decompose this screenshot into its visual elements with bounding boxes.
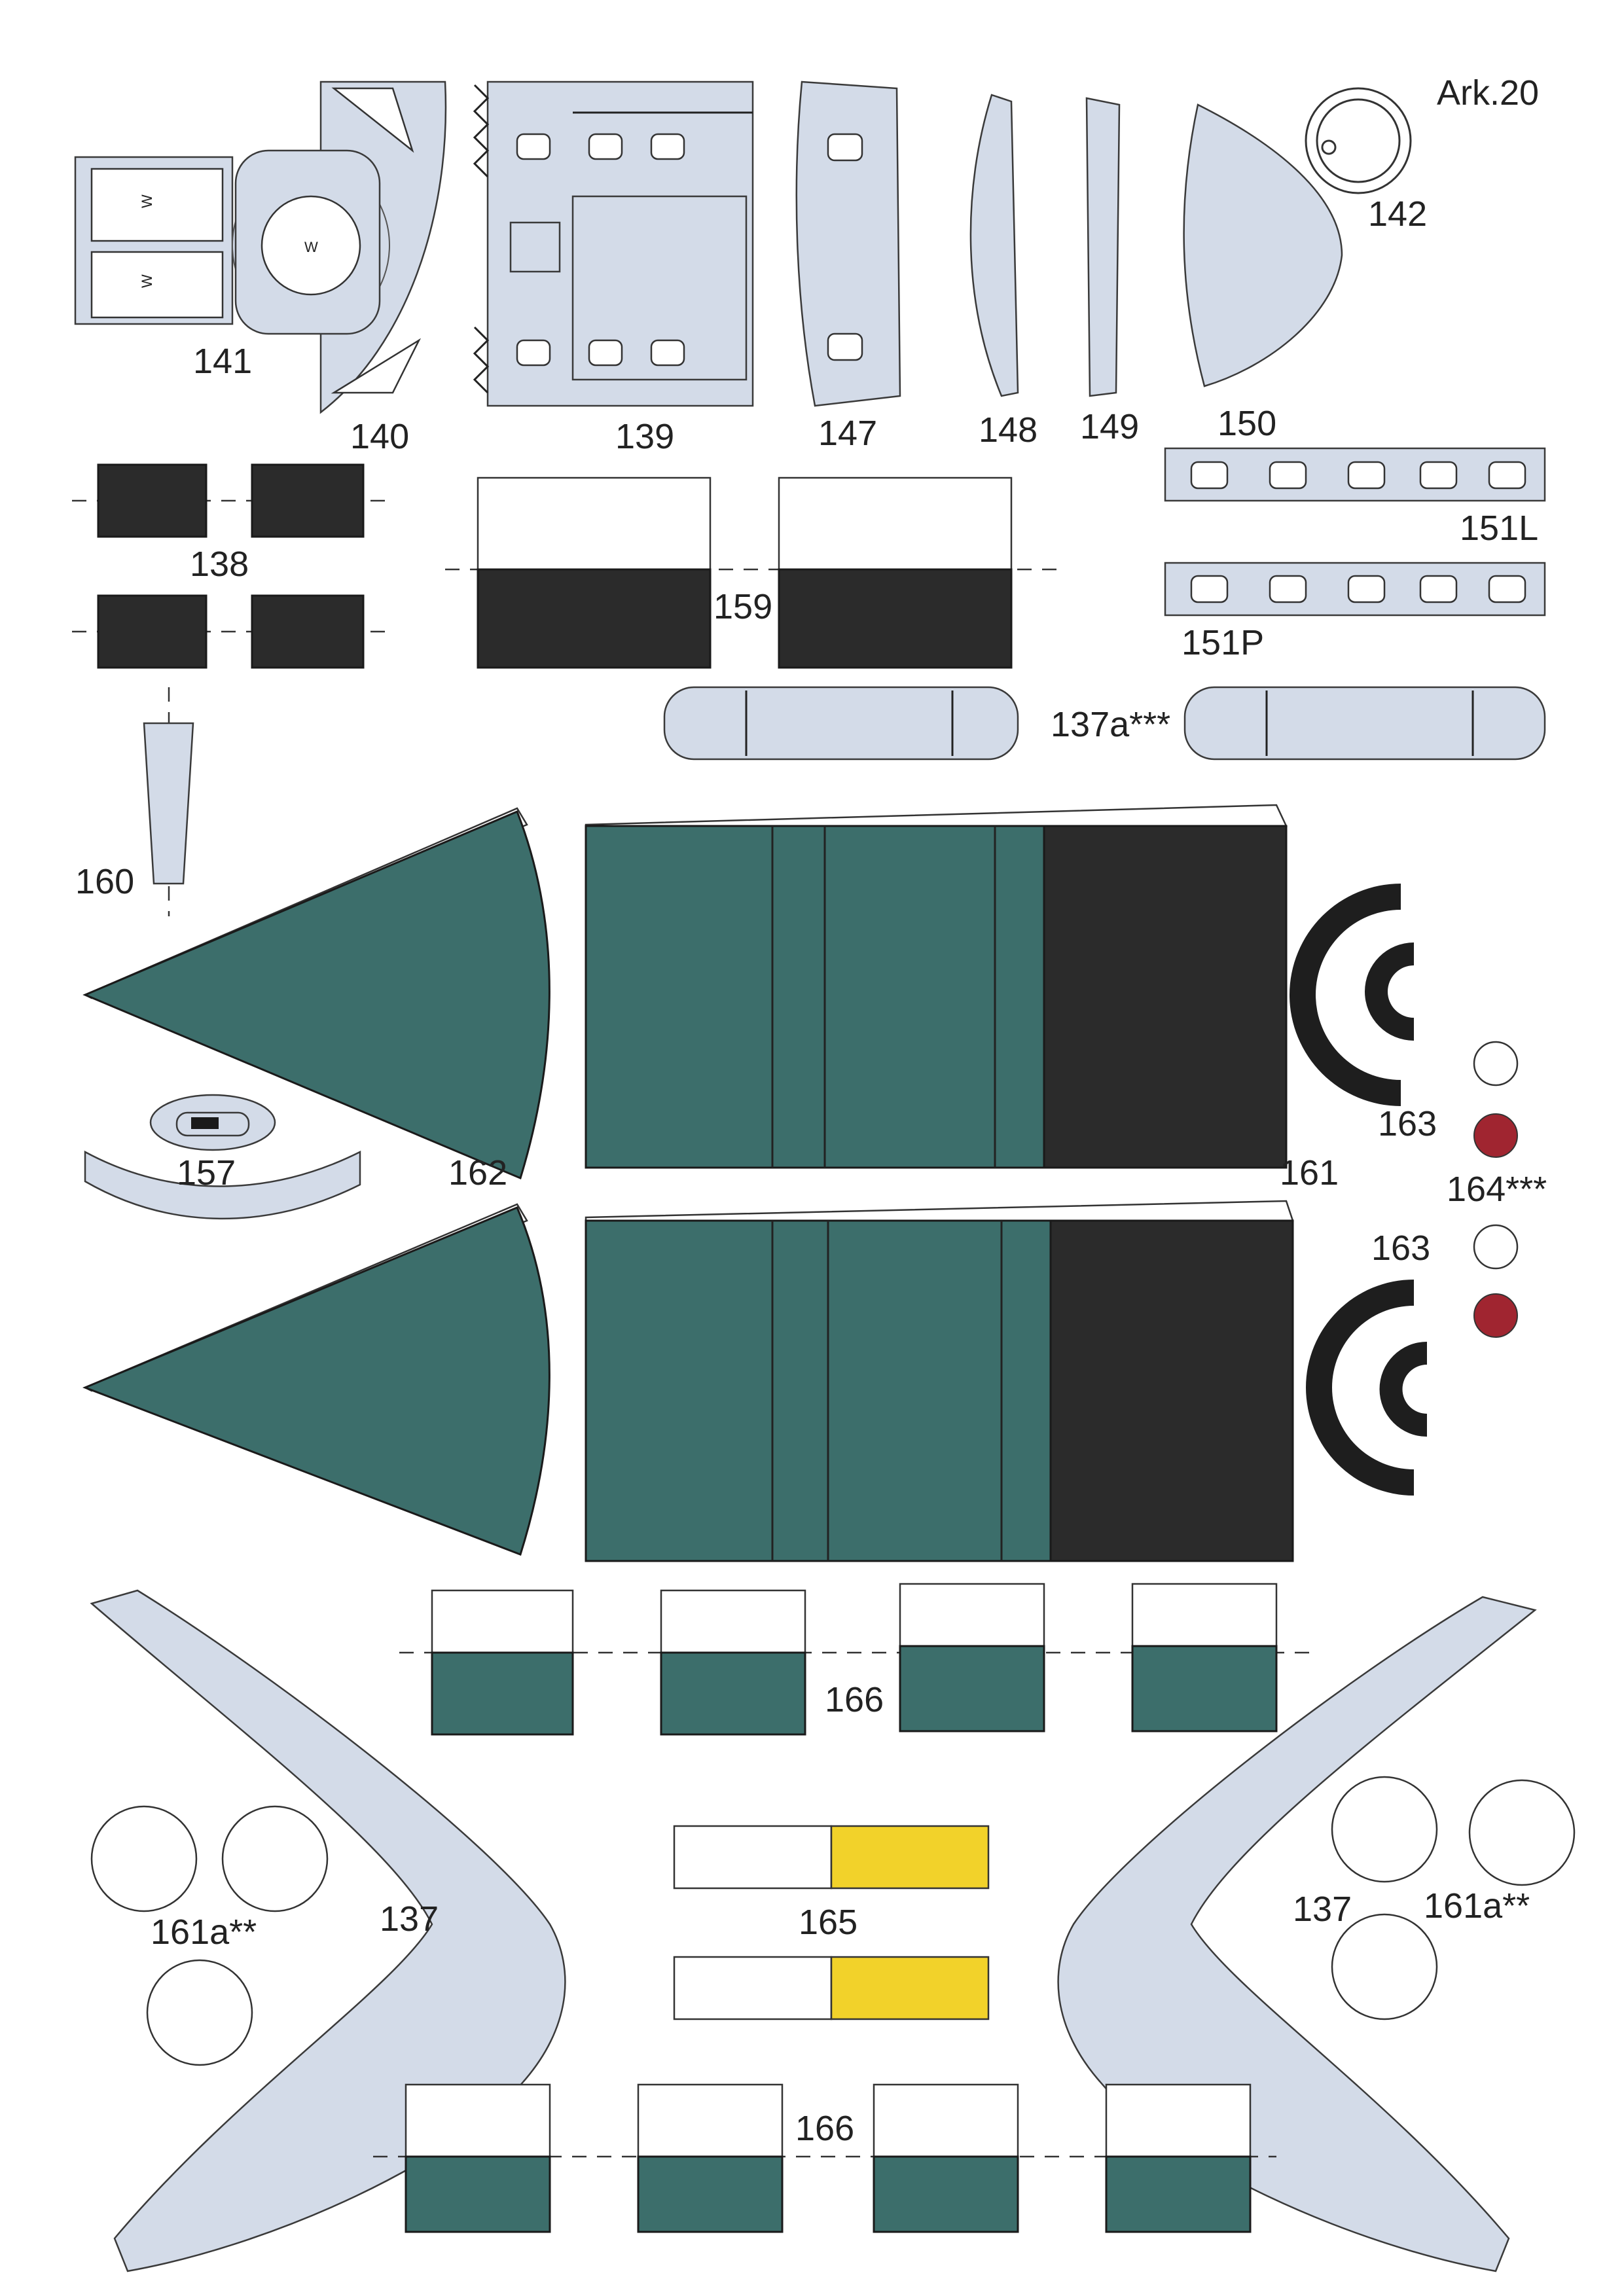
label-137-left: 137 [380, 1899, 439, 1939]
part-141: W W [74, 156, 234, 325]
label-161a-left: 161a** [151, 1912, 257, 1952]
label-162: 162 [448, 1153, 507, 1193]
svg-text:W: W [139, 274, 155, 288]
sheet-label: Ark.20 [1437, 73, 1539, 113]
label-147: 147 [818, 414, 877, 453]
part-148 [969, 94, 1019, 397]
label-161: 161 [1280, 1153, 1339, 1193]
label-160: 160 [75, 862, 134, 901]
part-159 [445, 476, 1060, 669]
label-166-b: 166 [795, 2109, 854, 2148]
label-151P: 151P [1182, 623, 1264, 662]
label-142: 142 [1368, 194, 1427, 234]
label-163-a: 163 [1378, 1104, 1437, 1143]
part-160 [143, 687, 194, 916]
part-138 [72, 463, 386, 669]
label-137-right: 137 [1293, 1890, 1352, 1929]
svg-text:W: W [304, 239, 318, 255]
part-157 [84, 1094, 361, 1220]
label-150: 150 [1218, 404, 1276, 443]
label-166-a: 166 [825, 1680, 884, 1719]
part-161-lower [585, 1200, 1294, 1562]
part-163-164 [1473, 1041, 1519, 1338]
label-165: 165 [799, 1903, 857, 1942]
part-147 [795, 81, 901, 407]
label-137a: 137a*** [1051, 705, 1170, 744]
label-138: 138 [190, 545, 249, 584]
label-157: 157 [177, 1153, 236, 1193]
label-161a-right: 161a** [1424, 1886, 1530, 1926]
part-150 [1183, 103, 1343, 387]
part-151L [1164, 447, 1546, 502]
label-148: 148 [979, 410, 1038, 450]
label-149: 149 [1080, 407, 1139, 446]
part-137a [663, 686, 1546, 761]
part-149 [1085, 97, 1121, 397]
part-c-shape-upper [1290, 884, 1414, 1106]
part-161a-right [1331, 1776, 1576, 2020]
part-140: W [232, 81, 447, 414]
part-c-shape-lower [1306, 1280, 1427, 1496]
part-166-upper [399, 1583, 1309, 1736]
label-140: 140 [350, 417, 409, 456]
label-164: 164*** [1447, 1170, 1547, 1209]
part-165 [673, 1825, 990, 2020]
part-166-lower [373, 2083, 1276, 2233]
svg-text:W: W [139, 194, 155, 208]
label-151L: 151L [1460, 509, 1538, 548]
part-161a-left [90, 1805, 329, 2066]
part-161-upper [585, 804, 1288, 1169]
label-159: 159 [713, 587, 772, 626]
label-139: 139 [615, 417, 674, 456]
part-162-lower [82, 1203, 550, 1556]
part-139 [473, 81, 754, 407]
part-162-upper [82, 807, 550, 1180]
part-151P [1164, 562, 1546, 617]
part-142 [1305, 87, 1412, 194]
label-141: 141 [193, 342, 252, 381]
label-163-b: 163 [1371, 1229, 1430, 1268]
